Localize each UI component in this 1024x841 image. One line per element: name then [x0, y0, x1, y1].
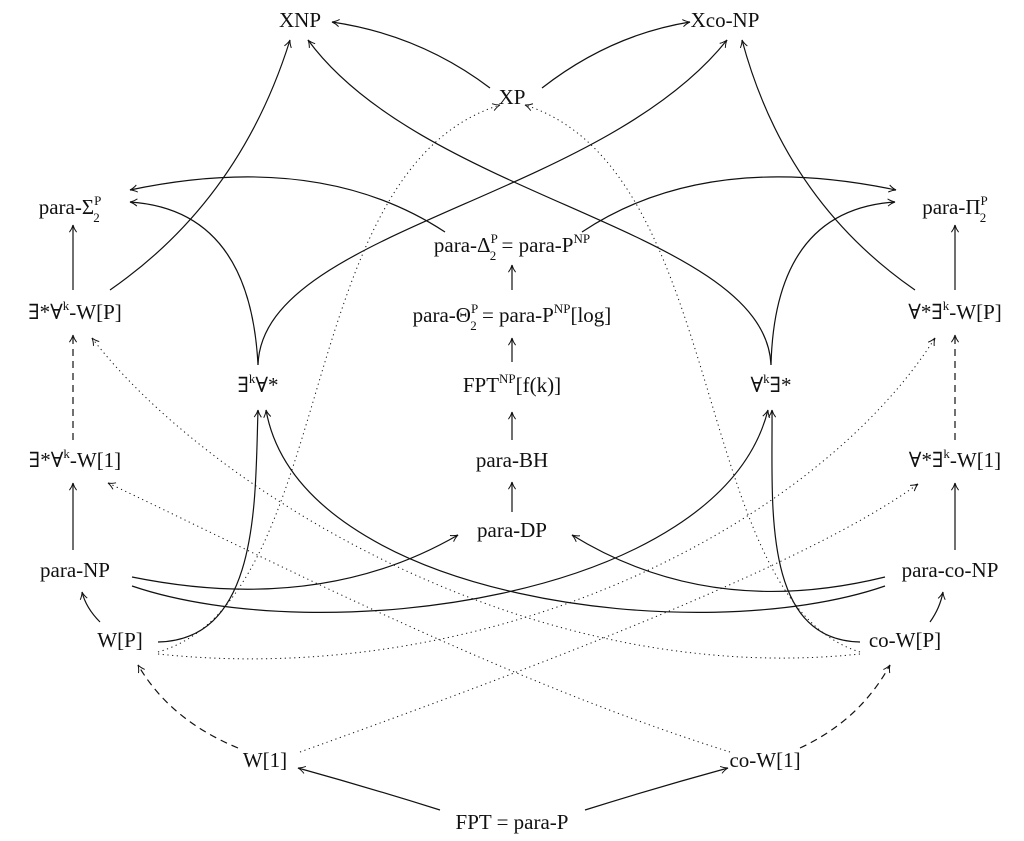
edge-cowp-ae: [768, 409, 861, 643]
edge-ea-xconp: [257, 39, 728, 366]
node-para-dp: para-DP: [477, 518, 547, 542]
node-forall-k-exists: ∀k∃*: [750, 371, 791, 397]
node-xconp: Xco-NP: [691, 8, 760, 32]
node-xp: XP: [499, 85, 526, 109]
node-forall-exists-wp: ∀*∃k-W[P]: [908, 298, 1002, 324]
edge-ae-pi: [770, 198, 896, 366]
edge-wp-ea: [157, 409, 262, 643]
edge-xp-xconp: [541, 19, 691, 89]
node-para-bh: para-BH: [476, 448, 548, 472]
edge-ea-sigma: [129, 198, 259, 366]
node-exists-forall-wp: ∃*∀k-W[P]: [28, 298, 122, 324]
node-forall-exists-w1: ∀*∃k-W[1]: [909, 446, 1001, 472]
node-exists-k-forall: ∃k∀*: [237, 371, 278, 397]
edge-cowp-ewp: [91, 337, 861, 659]
edges: [69, 19, 959, 811]
edge-wp-np: [79, 591, 101, 623]
node-exists-forall-w1: ∃*∀k-W[1]: [29, 446, 121, 472]
node-para-co-np: para-co-NP: [902, 558, 999, 582]
node-wp: W[P]: [97, 628, 143, 652]
edge-np-dp: [131, 534, 459, 590]
edge-np-ae: [131, 409, 771, 613]
edge-w1-aw1: [299, 483, 919, 753]
edge-delta-pi: [581, 176, 897, 233]
edge-fpt-cow1: [584, 765, 729, 811]
edge-cow1-cowp: [799, 664, 891, 749]
edge-conp-ea: [263, 409, 886, 613]
node-xnp: XNP: [279, 8, 321, 32]
node-para-np: para-NP: [40, 558, 110, 582]
edge-wp-xp: [157, 103, 501, 653]
node-w1: W[1]: [243, 748, 287, 772]
node-fpt-np-fk: FPTNP[f(k)]: [463, 371, 561, 397]
edge-conp-dp: [571, 534, 886, 592]
node-co-wp: co-W[P]: [869, 628, 941, 652]
edge-cow1-ew1: [107, 482, 731, 753]
node-co-w1: co-W[1]: [729, 748, 800, 772]
edge-fpt-w1: [297, 765, 441, 811]
edge-cowp-conp: [929, 591, 946, 623]
edge-delta-sigma: [129, 176, 446, 233]
edge-xp-xnp: [331, 19, 491, 89]
edge-ae-xnp: [307, 39, 772, 366]
edge-awp-xconp: [739, 39, 916, 291]
edge-wp-awp: [157, 337, 936, 660]
edge-w1-wp: [137, 664, 239, 749]
edge-ewp-xnp: [109, 39, 292, 291]
node-fpt-para-p: FPT = para-P: [456, 810, 569, 834]
